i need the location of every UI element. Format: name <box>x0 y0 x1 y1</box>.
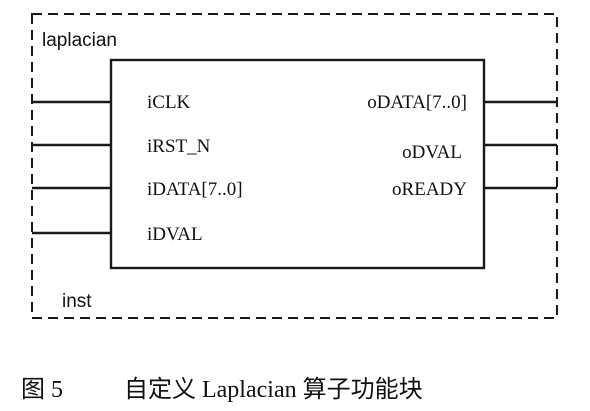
port-label-idata: iDATA[7..0] <box>147 179 243 200</box>
port-label-idval: iDVAL <box>147 224 203 245</box>
input-pins <box>32 100 111 235</box>
output-pins <box>484 100 557 190</box>
input-labels: iCLK iRST_N iDATA[7..0] iDVAL <box>147 92 243 245</box>
port-label-iclk: iCLK <box>147 92 191 113</box>
module-block <box>109 58 486 270</box>
port-label-odval: oDVAL <box>402 142 462 163</box>
port-label-oready: oREADY <box>392 179 467 200</box>
port-label-odata: oDATA[7..0] <box>367 92 467 113</box>
instance-name: inst <box>62 291 92 312</box>
symbol-name: laplacian <box>42 30 117 51</box>
output-labels: oDATA[7..0] oDVAL oREADY <box>367 92 467 200</box>
port-label-irst-n: iRST_N <box>147 136 211 157</box>
symbol-outline-dashed <box>31 13 558 319</box>
figure-caption: 自定义 Laplacian 算子功能块 <box>124 376 423 403</box>
figure-label: 图 5 <box>21 377 63 403</box>
